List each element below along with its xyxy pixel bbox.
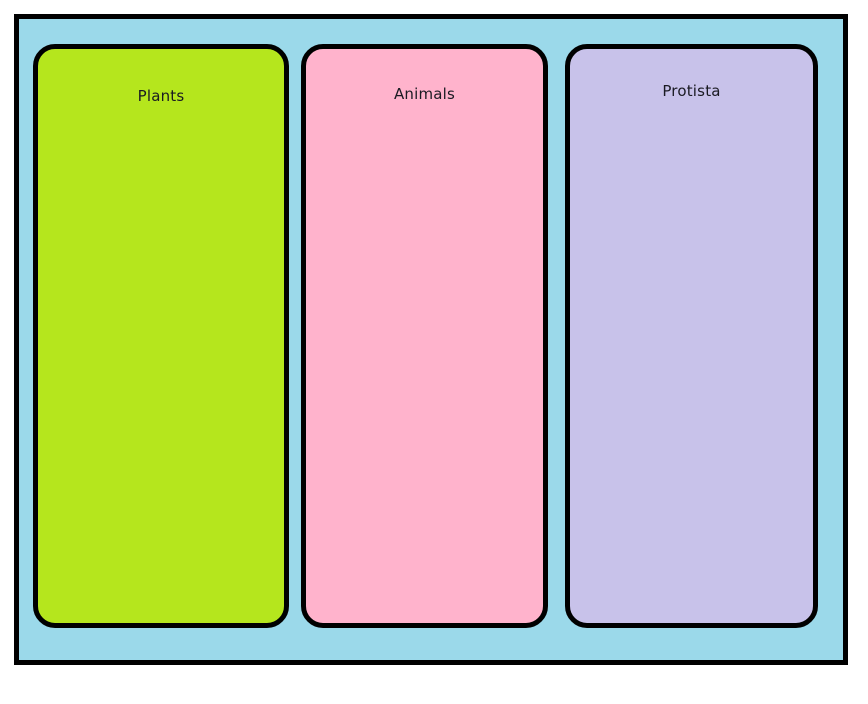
chart-outer-frame: Plants Animals Protista	[14, 14, 848, 665]
category-label-protista: Protista	[662, 82, 721, 100]
category-column-animals[interactable]: Animals	[301, 44, 548, 628]
category-columns: Plants Animals Protista	[19, 19, 843, 660]
category-column-protista[interactable]: Protista	[565, 44, 818, 628]
category-column-plants[interactable]: Plants	[33, 44, 289, 628]
category-label-plants: Plants	[137, 87, 185, 105]
category-label-animals: Animals	[393, 85, 456, 103]
